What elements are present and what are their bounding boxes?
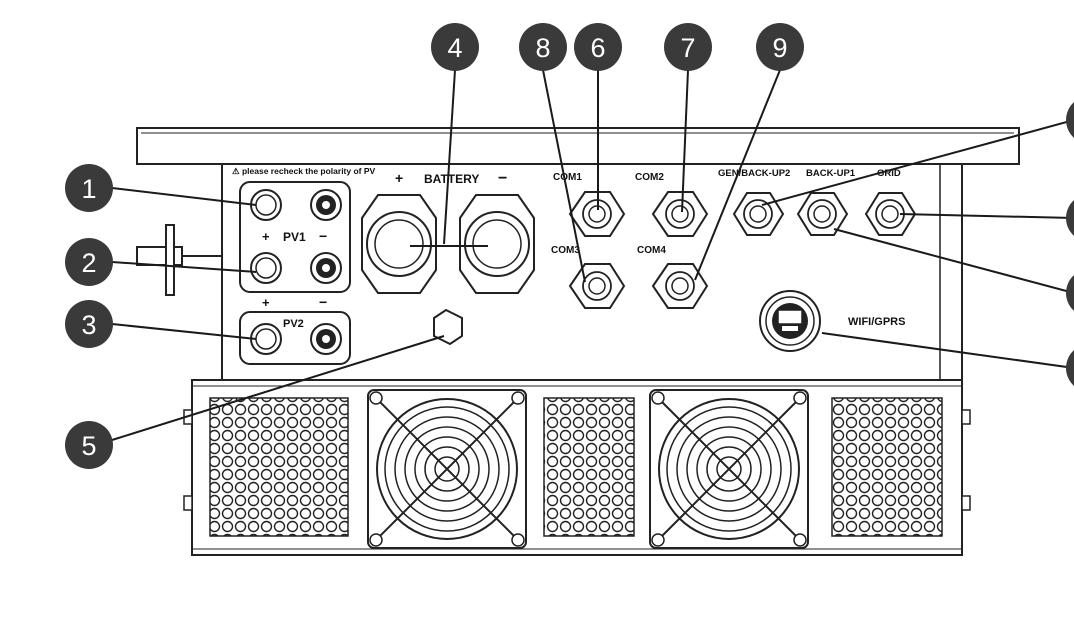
vent-grille-left [209, 397, 349, 537]
callout-5: 5 [65, 421, 113, 469]
pv2-terminal-block: + − PV2 [239, 294, 351, 365]
callout-right-3 [1066, 275, 1074, 311]
vent-valve [433, 308, 463, 346]
callout-3: 3 [65, 300, 113, 348]
fan-right [649, 389, 809, 549]
fan-left [367, 389, 527, 549]
callout-2: 2 [65, 238, 113, 286]
pv2-minus: − [319, 294, 327, 310]
svg-text:4: 4 [447, 33, 462, 63]
com-ports: COM1 COM2 COM3 COM4 [551, 172, 709, 309]
callout-8: 8 [519, 23, 567, 71]
battery-label: BATTERY [424, 172, 479, 186]
gen-backup2-label: GEN/BACK-UP2 [718, 168, 790, 179]
pv2-label: PV2 [283, 318, 304, 330]
vent-grille-center [543, 397, 635, 537]
svg-text:2: 2 [81, 248, 96, 278]
backup1-label: BACK-UP1 [806, 168, 856, 179]
com2-label: COM2 [635, 172, 664, 183]
callout-right-2 [1066, 200, 1074, 236]
battery-glands: + BATTERY − [361, 170, 535, 294]
callout-9: 9 [756, 23, 804, 71]
pv1-minus: − [319, 228, 327, 244]
com3-label: COM3 [551, 245, 580, 256]
callout-right-4 [1066, 350, 1074, 386]
com4-label: COM4 [637, 245, 666, 256]
svg-text:1: 1 [81, 174, 96, 204]
svg-text:6: 6 [590, 33, 605, 63]
pv1-label: PV1 [283, 230, 306, 244]
pv1-plus: + [262, 229, 270, 244]
grid-label: GRID [877, 168, 901, 179]
pv1-terminal-block: + PV1 − [239, 181, 351, 293]
wifi-gprs-port: WIFI/GPRS [759, 290, 905, 352]
wifi-label: WIFI/GPRS [848, 316, 905, 328]
callouts: 1 2 3 5 4 8 6 7 [65, 23, 1074, 469]
callout-7: 7 [664, 23, 712, 71]
callout-6: 6 [574, 23, 622, 71]
mount-bracket [136, 224, 222, 296]
svg-text:3: 3 [81, 310, 96, 340]
vent-grille-right [831, 397, 943, 537]
callout-1: 1 [65, 164, 113, 212]
callout-right-1 [1066, 102, 1074, 138]
svg-text:7: 7 [680, 33, 695, 63]
battery-minus: − [498, 170, 507, 187]
com1-label: COM1 [553, 172, 582, 183]
ac-ports: GEN/BACK-UP2 BACK-UP1 GRID [718, 168, 917, 236]
svg-text:9: 9 [772, 33, 787, 63]
polarity-warning: ⚠ please recheck the polarity of PV [232, 166, 376, 176]
top-lid [136, 127, 1020, 165]
svg-text:5: 5 [81, 431, 96, 461]
battery-plus: + [395, 170, 403, 186]
svg-text:8: 8 [535, 33, 550, 63]
pv2-plus: + [262, 295, 270, 310]
callout-4: 4 [431, 23, 479, 71]
heatsink-section [183, 379, 971, 556]
leader-lines [111, 69, 1074, 441]
